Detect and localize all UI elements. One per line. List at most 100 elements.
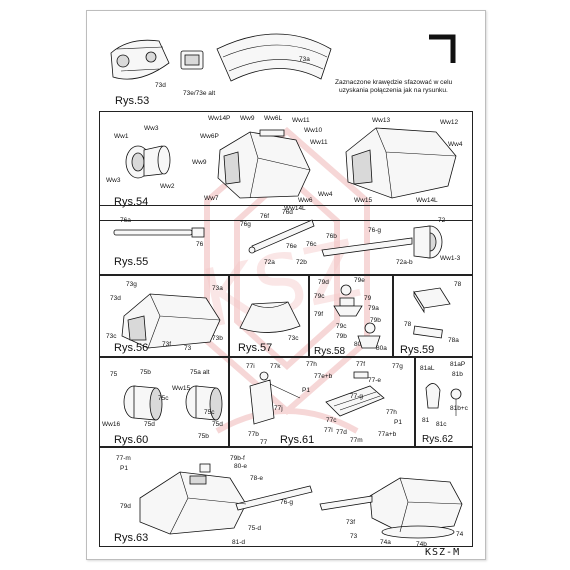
label-ww14l: Ww14L xyxy=(284,205,306,212)
label-75-d: 75-d xyxy=(248,525,262,532)
label-ww4-b: Ww4 xyxy=(448,141,463,148)
label-ww3: Ww3 xyxy=(144,125,159,132)
label-73f: 73f xyxy=(346,519,356,526)
label-72a-b: 72a-b xyxy=(396,259,413,266)
chamfer-note-line-2: uzyskania połączenia jak na rysunku. xyxy=(339,87,448,94)
label-72a: 72a xyxy=(264,259,275,266)
label-74: 74 xyxy=(456,531,464,538)
label-73d: 73d xyxy=(155,82,166,89)
label-77j: 77j xyxy=(274,405,283,412)
parts-drawing-57 xyxy=(239,301,301,333)
label-79a: 79a xyxy=(368,305,379,312)
label-76b: 76b xyxy=(326,233,337,240)
instruction-sheet: KSZ 73d 73e/73e alt 73a Zaz xyxy=(86,10,486,560)
label-ww16: Ww16 xyxy=(102,421,121,428)
label-73c: 73c xyxy=(106,333,117,340)
label-ww9-b: Ww9 xyxy=(192,159,207,166)
panel-rys-62: 81aL 81aP 81b 81b+c 81 81c Rys.62 xyxy=(415,357,473,447)
label-76e: 76e xyxy=(286,243,297,250)
label-77m: 77m xyxy=(350,437,363,444)
panel-title: Rys.63 xyxy=(114,532,149,544)
label-78-e: 78-e xyxy=(250,475,264,482)
label-76: 76 xyxy=(196,241,204,248)
label-81: 81 xyxy=(422,417,430,424)
label-76f: 76f xyxy=(260,213,270,220)
label-80: 80 xyxy=(354,341,362,348)
label-ww6l: Ww6L xyxy=(264,115,283,122)
parts-drawing-62 xyxy=(425,383,462,416)
label-77c: 77c xyxy=(326,417,337,424)
label-75c-b: 75c xyxy=(204,409,215,416)
panel-title: Rys.60 xyxy=(114,434,149,446)
label-73a: 73a xyxy=(299,56,310,63)
label-73e: 73e/73e alt xyxy=(183,90,216,97)
label-77: 77 xyxy=(260,439,268,446)
label-75: 75 xyxy=(110,371,118,378)
label-79d: 79d xyxy=(318,279,329,286)
label-ww12: Ww12 xyxy=(440,119,459,126)
parts-drawing-55 xyxy=(113,219,443,259)
label-79b-f: 79b-f xyxy=(230,455,245,462)
label-75c: 75c xyxy=(158,395,169,402)
label-79e: 79e xyxy=(354,277,365,284)
label-ww11: Ww11 xyxy=(292,117,310,124)
label-76c: 76c xyxy=(306,241,317,248)
label-ww10: Ww10 xyxy=(304,127,323,134)
label-ww14l-b: Ww14L xyxy=(416,197,438,204)
label-73: 73 xyxy=(350,533,358,540)
label-79c-b: 79c xyxy=(336,323,347,330)
label-73: 73 xyxy=(184,345,192,352)
label-76g: 76g xyxy=(240,221,251,228)
label-ww3-b: Ww3 xyxy=(106,177,121,184)
panel-rys-61: 77i 77k 77h 77e+b 77f 77g P1 77j 77-e 77… xyxy=(229,357,415,447)
parts-drawing-56 xyxy=(121,293,221,349)
label-ww2: Ww2 xyxy=(160,183,175,190)
label-72b: 72b xyxy=(296,259,307,266)
panel-rys-58: 79d 79e 79c 79 79a 79f 79b 79c 79b 80 80… xyxy=(309,275,393,357)
label-77-g: 77-g xyxy=(350,393,364,400)
label-ww6p: Ww6P xyxy=(200,133,219,140)
label-81ap: 81aP xyxy=(450,361,466,368)
label-81b: 81b xyxy=(452,371,463,378)
parts-drawing-61 xyxy=(249,371,385,425)
label-77h: 77h xyxy=(306,361,317,368)
label-74b: 74b xyxy=(416,541,427,548)
label-77g: 77g xyxy=(392,363,403,370)
label-78: 78 xyxy=(454,281,462,288)
label-ww13: Ww13 xyxy=(372,117,391,124)
panel-rys-63: 77-m P1 79b-f 80-e 78-e 79d 76-g 75-d 81… xyxy=(99,447,473,548)
label-ww4: Ww4 xyxy=(318,191,333,198)
label-77l: 77l xyxy=(324,427,333,434)
label-73g: 73g xyxy=(126,281,137,288)
label-ww9: Ww9 xyxy=(240,115,255,122)
label-ww1: Ww1 xyxy=(114,133,129,140)
parts-drawing-63 xyxy=(139,463,463,539)
label-79f: 79f xyxy=(314,311,324,318)
panel-rys-57: 73c Rys.57 xyxy=(229,275,309,357)
parts-drawing-59 xyxy=(413,287,451,339)
panel-title: Rys.59 xyxy=(400,344,435,356)
panel-rys-59: 78 78 78a Rys.59 xyxy=(393,275,473,357)
label-77h-b: 77h xyxy=(386,409,397,416)
label-ww6: Ww6 xyxy=(298,197,313,204)
label-77-m: 77-m xyxy=(116,455,131,462)
label-79d: 79d xyxy=(120,503,131,510)
label-76a: 76a xyxy=(120,217,131,224)
parts-drawing-58 xyxy=(333,284,381,349)
label-77i: 77i xyxy=(246,363,255,370)
parts-drawing-54 xyxy=(125,127,457,199)
label-81al: 81aL xyxy=(420,365,435,372)
panel-rys-60: 75 75b 75a alt 75c Ww15 75d Ww16 75c 75d… xyxy=(99,357,229,447)
label-ww7: Ww7 xyxy=(204,195,219,202)
label-79c: 79c xyxy=(314,293,325,300)
label-80-e: 80-e xyxy=(234,463,248,470)
label-76-g: 76-g xyxy=(368,227,382,234)
panel-title: Rys.55 xyxy=(114,256,149,268)
label-77-e: 77-e xyxy=(368,377,382,384)
label-ww14p: Ww14P xyxy=(208,115,231,122)
label-78-b: 78 xyxy=(404,321,412,328)
label-81b-c: 81b+c xyxy=(450,405,468,412)
label-p1-b: P1 xyxy=(394,419,402,426)
label-73a: 73a xyxy=(212,285,223,292)
panel-rys-56: 73g 73d 73a 73c 73f 73 73b Rys.56 xyxy=(99,275,229,357)
